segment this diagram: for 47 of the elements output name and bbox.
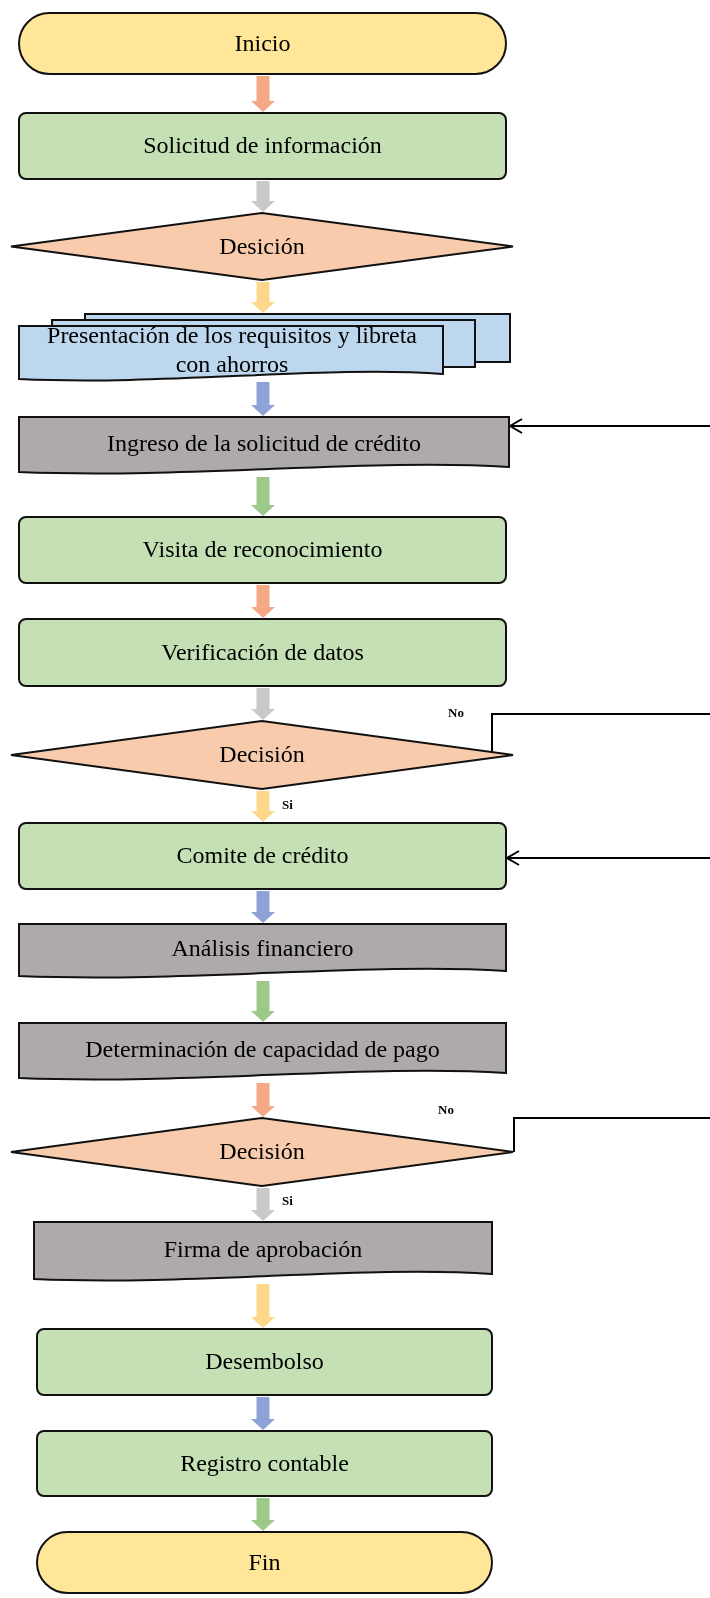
block-arrow xyxy=(251,585,275,618)
decision-diamond xyxy=(10,720,514,790)
node-text: Ingreso de la solicitud de crédito xyxy=(107,429,421,458)
node-text: Visita de reconocimiento xyxy=(142,536,383,564)
process-box xyxy=(36,1430,493,1497)
block-arrow xyxy=(251,282,275,313)
process-box xyxy=(18,618,507,687)
node-text: Verificación de datos xyxy=(161,638,364,667)
connector-line xyxy=(513,1117,710,1153)
node-text: Desición xyxy=(219,232,305,261)
block-arrow xyxy=(251,1188,275,1221)
node-text: Firma de aprobación xyxy=(163,1235,363,1264)
process-box xyxy=(36,1328,493,1396)
connector-line xyxy=(491,713,710,753)
block-arrow xyxy=(251,1498,275,1531)
block-arrow xyxy=(251,1083,275,1117)
process-box xyxy=(18,112,507,180)
node-text: Decisión xyxy=(219,1138,305,1166)
node-text: Fin xyxy=(248,1548,281,1577)
node-text: Desembolso xyxy=(205,1348,324,1376)
node-text: Comite de crédito xyxy=(176,842,349,870)
block-arrow xyxy=(251,1284,275,1328)
block-arrow xyxy=(251,981,275,1022)
process-box xyxy=(18,516,507,584)
decision-diamond xyxy=(10,1117,514,1187)
block-arrow xyxy=(251,891,275,923)
decision-diamond xyxy=(10,212,514,281)
process-box xyxy=(18,822,507,890)
node-text: Decisión xyxy=(219,741,305,769)
connector-line xyxy=(506,850,710,866)
node-text: Inicio xyxy=(234,29,291,58)
terminator-shape xyxy=(36,1531,493,1594)
node-text: Determinación de capacidad de pago xyxy=(85,1035,440,1064)
multi-document-shape xyxy=(18,313,511,384)
terminator-shape xyxy=(18,12,507,75)
node-text: Presentación de los requisitos y libreta con ahorros xyxy=(46,321,418,379)
block-arrow xyxy=(251,1397,275,1430)
block-arrow xyxy=(251,477,275,516)
node-text: Registro contable xyxy=(180,1449,349,1478)
node-text: Solicitud de información xyxy=(143,132,382,160)
block-arrow xyxy=(251,382,275,416)
block-arrow xyxy=(251,76,275,112)
block-arrow xyxy=(251,181,275,212)
node-text: Análisis financiero xyxy=(171,935,354,963)
block-arrow xyxy=(251,791,275,822)
connector-line xyxy=(509,418,710,434)
block-arrow xyxy=(251,688,275,720)
